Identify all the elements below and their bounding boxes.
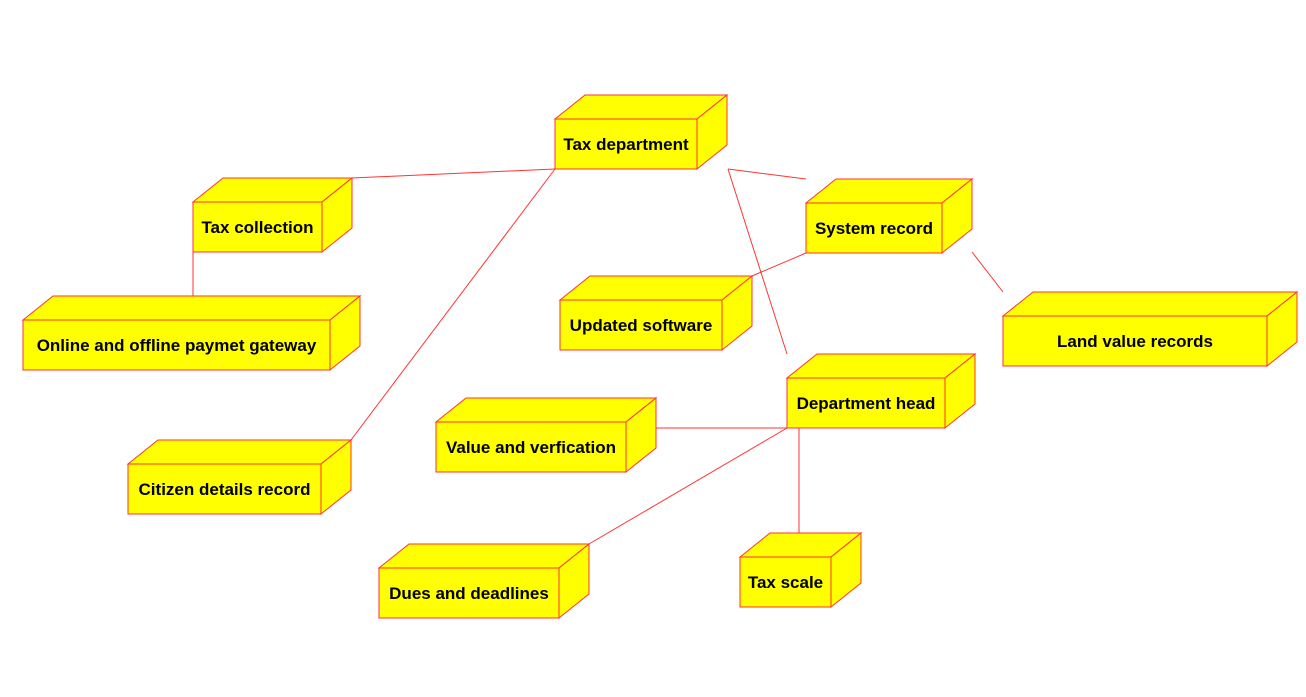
node-top-face [377,543,591,569]
node-top-face [785,353,977,379]
node-label: Land value records [1057,332,1213,351]
node-payment-gateway[interactable]: Online and offline paymet gateway [21,294,362,372]
node-front-face [559,299,723,351]
node-front-face [378,567,560,619]
node-front-face [22,319,331,371]
node-front-face [805,202,943,254]
node-label: Dues and deadlines [389,584,549,603]
node-label: Tax collection [201,218,313,237]
node-tax-scale[interactable]: Tax scale [738,531,863,609]
node-top-face [434,397,658,423]
node-top-face [21,295,362,321]
node-label: Tax scale [748,573,823,592]
node-top-face [558,275,754,301]
node-top-face [1001,291,1299,317]
node-label: Updated software [570,316,713,335]
node-label: Value and verfication [446,438,616,457]
node-land-value[interactable]: Land value records [1001,290,1299,368]
node-front-face [192,201,323,253]
connector-tax-department-to-tax-collection [351,168,556,179]
node-label: System record [815,219,933,238]
node-front-face [1002,315,1268,367]
node-updated-software[interactable]: Updated software [558,274,754,352]
node-tax-collection[interactable]: Tax collection [191,176,354,254]
connector-department-head-to-dues-deadlines [588,427,788,545]
node-label: Citizen details record [139,480,311,499]
node-tax-department[interactable]: Tax department [553,93,729,171]
node-front-face [554,118,698,170]
connector-tax-department-to-citizen-details [350,168,556,441]
connector-system-record-to-land-value [971,251,1004,293]
node-top-face [126,439,353,465]
node-front-face [127,463,322,515]
connector-tax-department-to-system-record [727,168,807,180]
node-citizen-details[interactable]: Citizen details record [126,438,353,516]
node-label: Department head [797,394,936,413]
node-department-head[interactable]: Department head [785,352,977,430]
connector-system-record-to-updated-software [751,252,807,277]
node-label: Online and offline paymet gateway [37,336,317,355]
node-system-record[interactable]: System record [804,177,974,255]
connector-tax-department-to-department-head [727,168,788,355]
node-front-face [786,377,946,429]
node-value-verification[interactable]: Value and verfication [434,396,658,474]
node-label: Tax department [563,135,689,154]
node-front-face [435,421,627,473]
node-dues-deadlines[interactable]: Dues and deadlines [377,542,591,620]
node-front-face [739,556,832,608]
edges-layer [192,168,1004,545]
